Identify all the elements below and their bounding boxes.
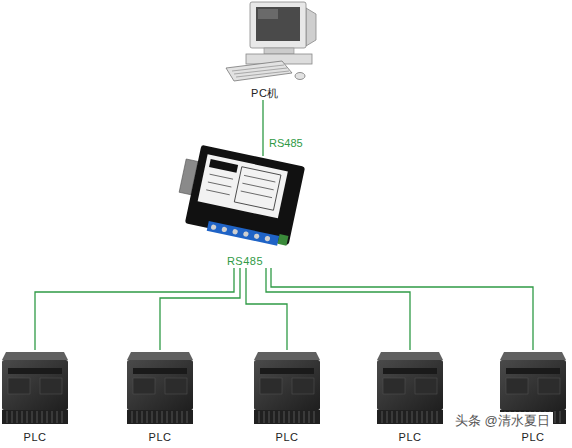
plc-illustration (127, 352, 193, 424)
plc-illustration (2, 352, 68, 424)
plc-node: PLC (0, 350, 71, 444)
plc-illustration (377, 352, 443, 424)
plc-node: PLC (124, 350, 196, 444)
node-label: PLC (149, 431, 172, 444)
plc-node: PLC (374, 350, 446, 444)
edge-label: RS485 (268, 137, 304, 150)
node-label: PLC (276, 431, 299, 444)
rs485-wire (35, 268, 234, 350)
node-label: PLC (24, 431, 47, 444)
plc-illustration (254, 352, 320, 424)
rs485-wire (262, 100, 263, 156)
pc-illustration (226, 2, 316, 81)
rs485-wire (271, 268, 533, 350)
plc-node: PLC (497, 350, 569, 444)
node-label: PC机 (251, 87, 279, 100)
rs485-wire (160, 268, 240, 350)
plc-node: PLC (251, 350, 323, 444)
converter-node: RS485 (180, 156, 310, 268)
node-label: RS485 (227, 255, 263, 268)
pc-node: PC机 (220, 0, 310, 100)
converter-illustration (172, 142, 305, 248)
node-label: PLC (522, 431, 545, 444)
watermark: 头条 @清水夏日 (452, 412, 553, 429)
node-label: PLC (399, 431, 422, 444)
rs485-wire (266, 268, 410, 350)
